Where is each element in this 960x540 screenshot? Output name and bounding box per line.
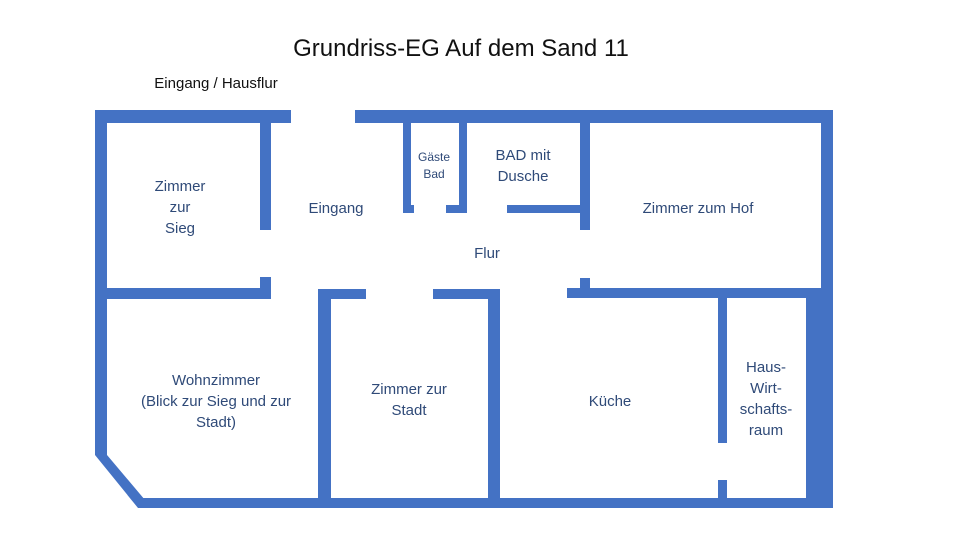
outer-wall-top-left [95, 110, 291, 123]
wall-gaeste-bad-left [403, 123, 411, 213]
wall-kueche-hwr-lower [718, 480, 727, 498]
room-label-line: schafts- [740, 401, 793, 418]
outer-wall-bottom [138, 498, 833, 508]
room-label-line: Sieg [165, 220, 195, 237]
walls [95, 110, 833, 508]
room-label-line: Küche [589, 393, 632, 410]
room-label-zimmer-zum-hof: Zimmer zum Hof [643, 200, 755, 217]
room-label-line: Eingang [308, 200, 363, 217]
room-label-line: raum [749, 422, 783, 439]
room-label-line: Gäste [418, 150, 450, 164]
wall-wohnzimmer-stadt [318, 289, 331, 498]
room-label-line: Flur [474, 245, 500, 262]
wall-gaeste-bad-right [459, 123, 467, 213]
room-label-line: Dusche [498, 168, 549, 185]
wall-stadt-kueche [488, 289, 500, 498]
room-label-line: Zimmer zum Hof [643, 200, 755, 217]
room-label-hauswirtschaftsraum: Haus- Wirt-schafts-raum [740, 359, 793, 439]
room-label-line: Wirt- [750, 380, 782, 397]
room-label-line: Zimmer zur [371, 381, 447, 398]
room-label-line: Zimmer [155, 178, 206, 195]
room-label-line: Bad [423, 167, 444, 181]
room-label-kueche: Küche [589, 393, 632, 410]
page-title: Grundriss-EG Auf dem Sand 11 [293, 35, 629, 62]
outer-wall-left [95, 110, 107, 455]
wall-bad-bottom [507, 205, 587, 213]
room-label-eingang: Eingang [308, 200, 363, 217]
wall-stadt-top-right [433, 289, 500, 299]
wall-kueche-hwr-upper [718, 298, 727, 443]
room-label-flur: Flur [474, 245, 500, 262]
wall-gaeste-bad-bottom-right [446, 205, 467, 213]
room-label-line: zur [170, 199, 191, 216]
entrance-caption: Eingang / Hausflur [154, 75, 277, 92]
wall-sieg-eingang-upper [260, 123, 271, 230]
room-label-line: (Blick zur Sieg und zur [141, 393, 291, 410]
room-label-line: Stadt) [196, 414, 236, 431]
room-label-line: Haus- [746, 359, 786, 376]
wall-stadt-top-left [318, 289, 366, 299]
room-label-line: Wohnzimmer [172, 372, 260, 389]
room-label-line: BAD mit [495, 147, 551, 164]
wall-hof-kueche [567, 288, 821, 298]
outer-wall-corner-diagonal [95, 455, 145, 508]
wall-bad-hof [580, 123, 590, 230]
outer-wall-top-right [355, 110, 833, 123]
wall-sieg-wohnzimmer [107, 288, 271, 299]
room-label-line: Stadt [391, 402, 427, 419]
wall-gaeste-bad-bottom-left [403, 205, 414, 213]
outer-wall-right [806, 110, 833, 508]
